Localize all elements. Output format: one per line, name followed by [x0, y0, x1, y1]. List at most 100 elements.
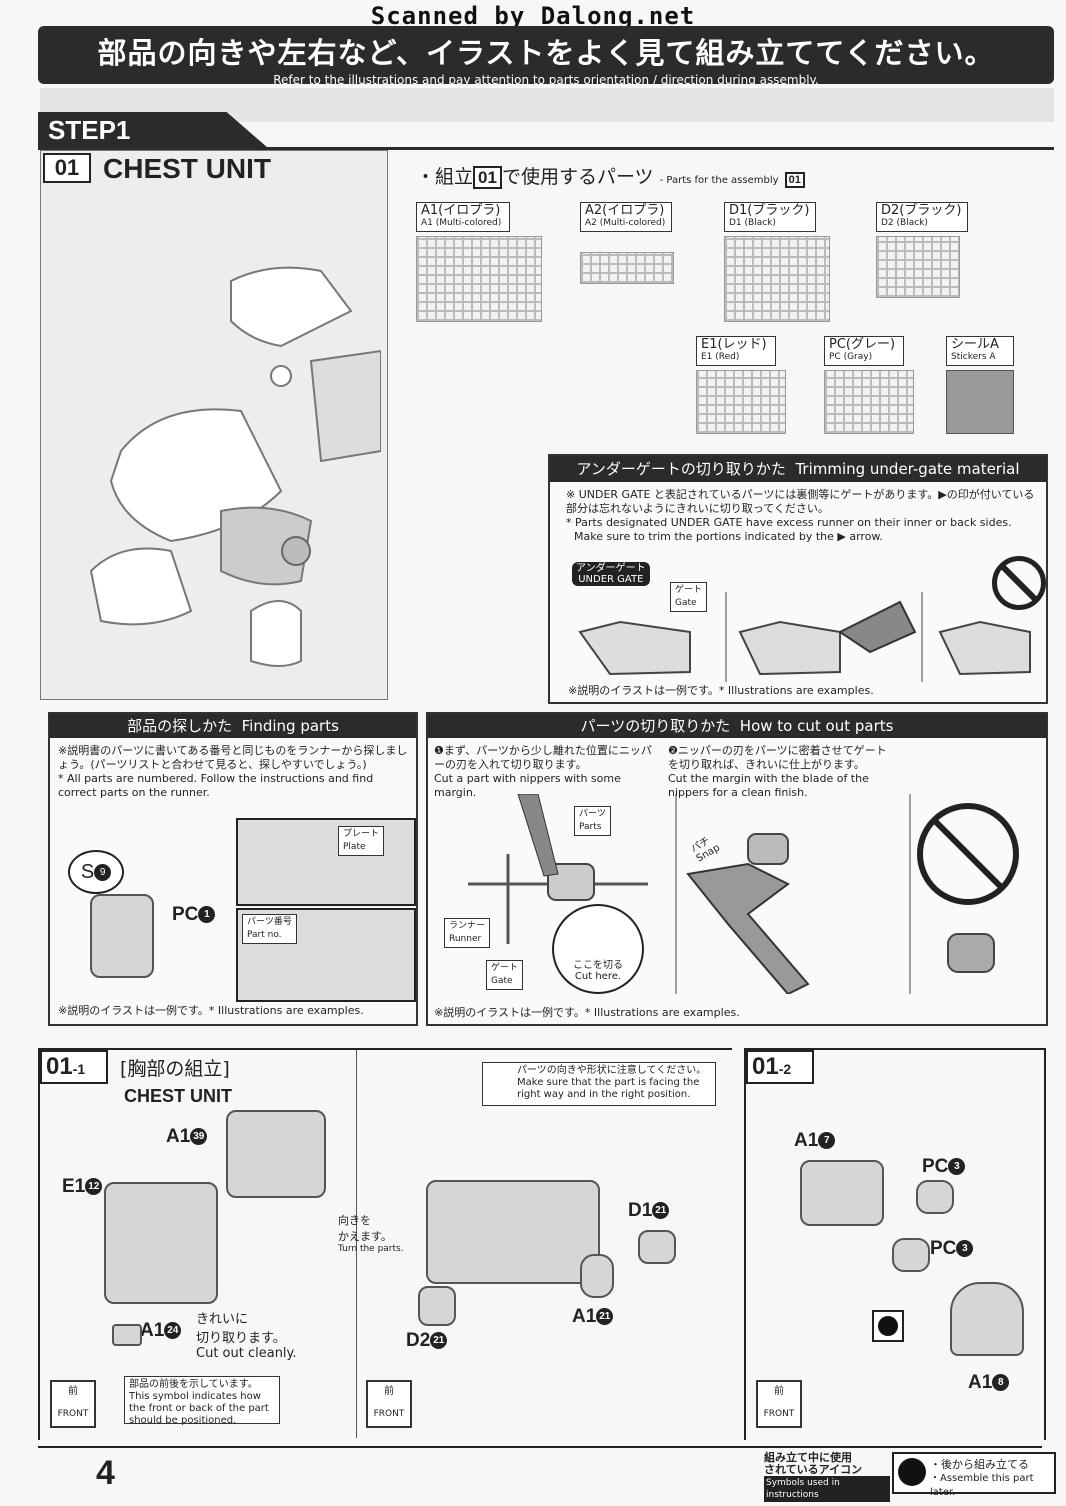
cutting-note: ※説明のイラストは一例です。* Illustrations are exampl…	[434, 1006, 740, 1019]
runner-pc: PC(グレー)PC (Gray)	[824, 336, 914, 434]
runner-d1: D1(ブラック)D1 (Black)	[724, 202, 830, 322]
runner-sheet	[416, 236, 542, 322]
divider	[356, 1050, 357, 1438]
under-gate-illustrations	[578, 592, 1031, 682]
parts-title-num: 01	[473, 166, 502, 189]
chest-unit-panel: 01 CHEST UNIT	[40, 150, 388, 700]
cutting-step2: ❷ニッパーの刃をパーツに密着させてゲートを切り取れば、きれいに仕上がります。Cu…	[668, 744, 887, 799]
pc-3-part	[916, 1180, 954, 1214]
under-gate-header: アンダーゲートの切り取りかた Trimming under-gate mater…	[550, 456, 1046, 482]
assemble-later-icon	[898, 1458, 926, 1486]
e1-12-part	[104, 1182, 218, 1304]
orientation-note: パーツの向きや形状に注意してください。Make sure that the pa…	[482, 1062, 716, 1106]
chest-assembly-part	[426, 1180, 600, 1284]
finding-parts-header: 部品の探しかた Finding parts	[50, 714, 416, 738]
banner-en: Refer to the illustrations and pay atten…	[273, 73, 819, 87]
runner-sheet	[696, 370, 786, 434]
parts-title-post: で使用するパーツ	[501, 166, 654, 188]
finding-parts-text: ※説明書のパーツに書いてある番号と同じものをランナーから探しましょう。(パーツリ…	[58, 744, 408, 799]
banner-jp: 部品の向きや左右など、イラストをよく見て組み立ててください。	[97, 36, 995, 70]
page-number: 4	[96, 1454, 115, 1492]
runner-a2: A2(イロプラ)A2 (Multi-colored)	[580, 202, 674, 284]
a1-7-part	[800, 1160, 884, 1226]
cutting-parts-box: パーツの切り取りかた How to cut out parts ❶まず、パーツか…	[426, 712, 1048, 1026]
d1-21-part	[638, 1230, 676, 1264]
finding-parts-box: 部品の探しかた Finding parts ※説明書のパーツに書いてある番号と同…	[48, 712, 418, 1026]
legend-item-text: ・後から組み立てる・Assemble this part later.	[930, 1458, 1034, 1498]
prohibited-icon	[992, 556, 1046, 610]
finding-parts-note: ※説明のイラストは一例です。* Illustrations are exampl…	[58, 1004, 364, 1017]
cutting-step1: ❶まず、パーツから少し離れた位置にニッパーの刃を入れて切り取ります。Cut a …	[434, 744, 652, 799]
runner-label: D1(ブラック)D1 (Black)	[724, 202, 816, 232]
runner-sheet	[580, 252, 674, 284]
a1-8-part	[950, 1282, 1024, 1356]
step-label: STEP1	[38, 112, 268, 148]
footer-rule	[38, 1446, 1042, 1448]
a1-39-part	[226, 1110, 326, 1198]
parts-title-en: - Parts for the assembly	[659, 175, 779, 186]
runner-label: PC(グレー)PC (Gray)	[824, 336, 904, 366]
legend-item: ・後から組み立てる・Assemble this part later.	[892, 1452, 1056, 1498]
parts-title-en-num: 01	[784, 172, 805, 188]
runner-label: A1(イロプラ)A1 (Multi-colored)	[416, 202, 510, 232]
substep-number: 01-2	[746, 1050, 814, 1084]
runner-label: D2(ブラック)D2 (Black)	[876, 202, 968, 232]
turn-parts-note: 向きをかえます。Turn the parts.	[338, 1214, 404, 1254]
a1-24-part	[112, 1324, 142, 1346]
cutting-header: パーツの切り取りかた How to cut out parts	[428, 714, 1046, 738]
substep-title-en: CHEST UNIT	[124, 1086, 232, 1106]
under-gate-text: ※ UNDER GATE と表記されているパーツには裏側等にゲートがあります。▶…	[566, 488, 1035, 543]
under-gate-note: ※説明のイラストは一例です。* Illustrations are exampl…	[568, 684, 874, 697]
scanner-credit: Scanned by Dalong.net	[370, 2, 696, 30]
cutting-illustrations	[468, 794, 1019, 994]
step-divider	[38, 147, 1054, 150]
substep-number: 01-1	[40, 1050, 108, 1084]
runner-label: A2(イロプラ)A2 (Multi-colored)	[580, 202, 672, 232]
legend-title: 組み立て中に使用 されているアイコン Symbols used in instr…	[764, 1452, 890, 1502]
chest-unit-exploded-illustration	[89, 266, 381, 667]
under-gate-box: アンダーゲートの切り取りかた Trimming under-gate mater…	[548, 454, 1048, 704]
section-number: 01	[43, 153, 91, 183]
d2-21-part	[418, 1286, 456, 1326]
runner-sheet	[824, 370, 914, 434]
runner-a1: A1(イロプラ)A1 (Multi-colored)	[416, 202, 542, 322]
substep-title-jp: [胸部の組立]	[120, 1058, 230, 1080]
a1-21-part	[580, 1254, 614, 1298]
sticker-sheet-image	[946, 370, 1014, 434]
part-illustration	[90, 894, 154, 978]
runner-d2: D2(ブラック)D2 (Black)	[876, 202, 968, 298]
runner-label: E1(レッド)E1 (Red)	[696, 336, 776, 366]
runner-sheet	[724, 236, 830, 322]
caution-banner: 部品の向きや左右など、イラストをよく見て組み立ててください。 Refer to …	[38, 26, 1054, 87]
parts-title-pre: ・組立	[416, 166, 474, 188]
